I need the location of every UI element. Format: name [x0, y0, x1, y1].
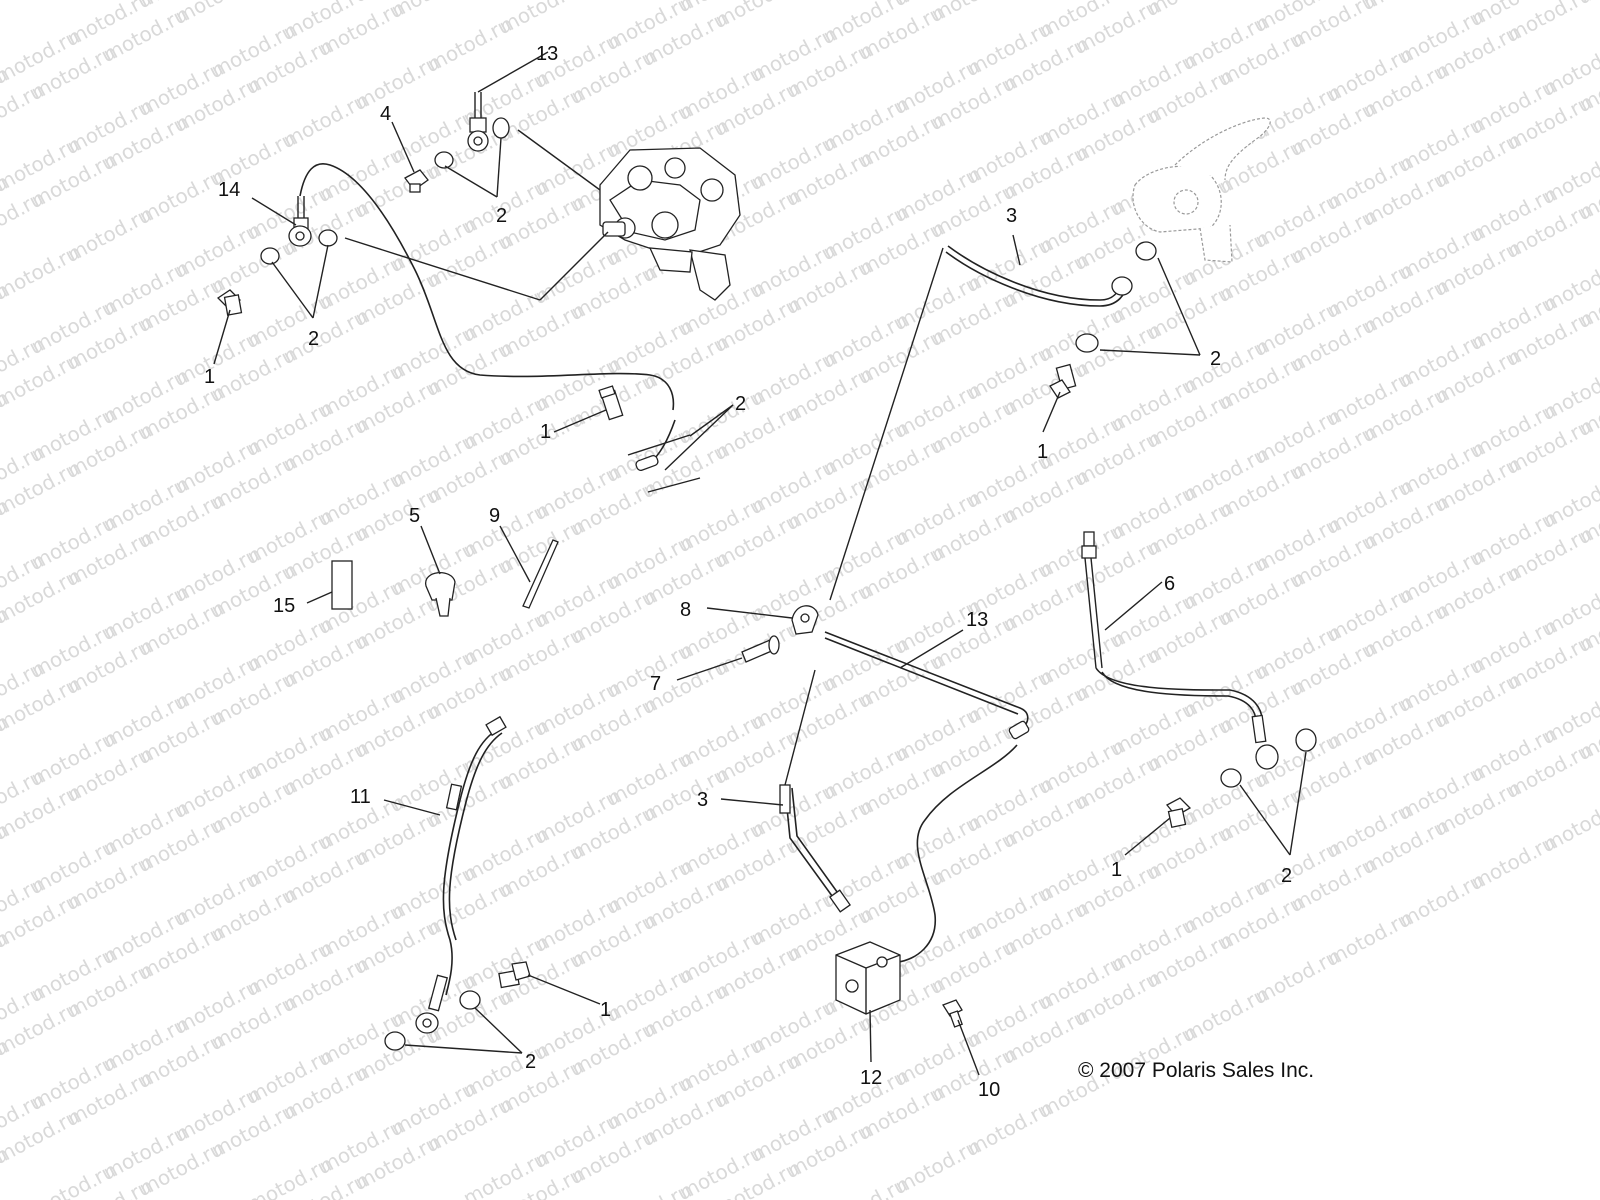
washer-lower-left-a [459, 990, 481, 1010]
watermark-text: motod.ru [1143, 0, 1235, 20]
copyright-notice: © 2007 Polaris Sales Inc. [1078, 1059, 1314, 1082]
bleeder-valve-4 [404, 169, 429, 193]
brake-hose-6 [1081, 531, 1267, 744]
callout-13-top: 13 [536, 43, 558, 65]
banjo-bolt-lower [498, 961, 531, 989]
washer-lower-right-b [1220, 768, 1242, 788]
callout-10: 10 [978, 1079, 1000, 1101]
hose-end-fitting-top [485, 715, 507, 737]
callout-3-bottom: 3 [697, 789, 708, 811]
banjo-fitting-lower-left [415, 974, 449, 1034]
watermark-text: motod.ru [1575, 0, 1600, 8]
callout-4: 4 [380, 103, 391, 125]
callout-1-left: 1 [204, 366, 215, 388]
callout-8: 8 [680, 599, 691, 621]
banjo-lower-right [1255, 744, 1279, 770]
banjo-fitting-13-top [467, 92, 489, 152]
watermark-text: motod.ru [1359, 0, 1451, 14]
brake-hose-11 [442, 728, 499, 996]
washer-right-a [1135, 241, 1157, 261]
callout-11: 11 [350, 786, 371, 808]
hose-clip-mid [627, 419, 701, 493]
cable-tie-9 [522, 539, 559, 609]
washer-top-right [492, 117, 510, 139]
watermark-text: motod.ru [495, 0, 587, 38]
label-15 [331, 560, 353, 610]
callout-3-top: 3 [1006, 205, 1017, 227]
callout-2-bottom: 2 [525, 1051, 536, 1073]
bracket-8 [791, 605, 819, 635]
watermark-text: motod.ru [927, 0, 1019, 26]
master-cylinder-ghost [1132, 117, 1271, 263]
callout-1-mid: 1 [540, 421, 551, 443]
callout-1-bottom: 1 [600, 999, 611, 1021]
banjo-fitting-14 [288, 196, 312, 247]
callout-15: 15 [273, 595, 295, 617]
washer-lower-right-a [1295, 728, 1317, 752]
callout-5: 5 [409, 505, 420, 527]
callout-1-right: 1 [1037, 441, 1048, 463]
brake-line-3-long [829, 247, 944, 601]
brake-caliper [599, 147, 741, 301]
callout-9: 9 [489, 505, 500, 527]
callout-2-mid: 2 [735, 393, 746, 415]
washer-left-a [318, 229, 338, 247]
banjo-bolt-left [216, 289, 243, 316]
callout-12: 12 [860, 1067, 882, 1089]
washer-lower-left-b [384, 1031, 406, 1051]
banjo-top-right [1111, 276, 1133, 296]
watermark-text: motod.ru [387, 0, 479, 22]
callout-2-rightlow: 2 [1281, 865, 1292, 887]
callout-2-right: 2 [1210, 348, 1221, 370]
watermark-text: motod.ru [171, 0, 263, 28]
callout-2-caliper: 2 [496, 205, 507, 227]
rivet-7 [741, 635, 780, 663]
hose-13-to-block [897, 744, 1018, 963]
washer-top-left [434, 151, 454, 169]
callout-13-mid: 13 [966, 609, 988, 631]
banjo-bolt-mid [598, 385, 624, 421]
callout-14: 14 [218, 179, 240, 201]
callout-1-rightlow: 1 [1111, 859, 1122, 881]
hose-clamp-5 [425, 572, 456, 617]
banjo-bolt-lower-right [1165, 797, 1192, 829]
watermark-text: motod.ru [711, 0, 803, 32]
fitting-13-mid [1008, 720, 1030, 740]
callout-6: 6 [1164, 573, 1175, 595]
callout-7: 7 [650, 673, 661, 695]
callout-2-left: 2 [308, 328, 319, 350]
watermark-text: motod.ru [1539, 792, 1600, 856]
washer-left-b [260, 247, 280, 265]
banjo-bolt-right [1049, 363, 1077, 399]
front-brake-hose-left [299, 163, 675, 411]
junction-block-12 [835, 941, 901, 1015]
washer-right-b [1075, 333, 1099, 353]
